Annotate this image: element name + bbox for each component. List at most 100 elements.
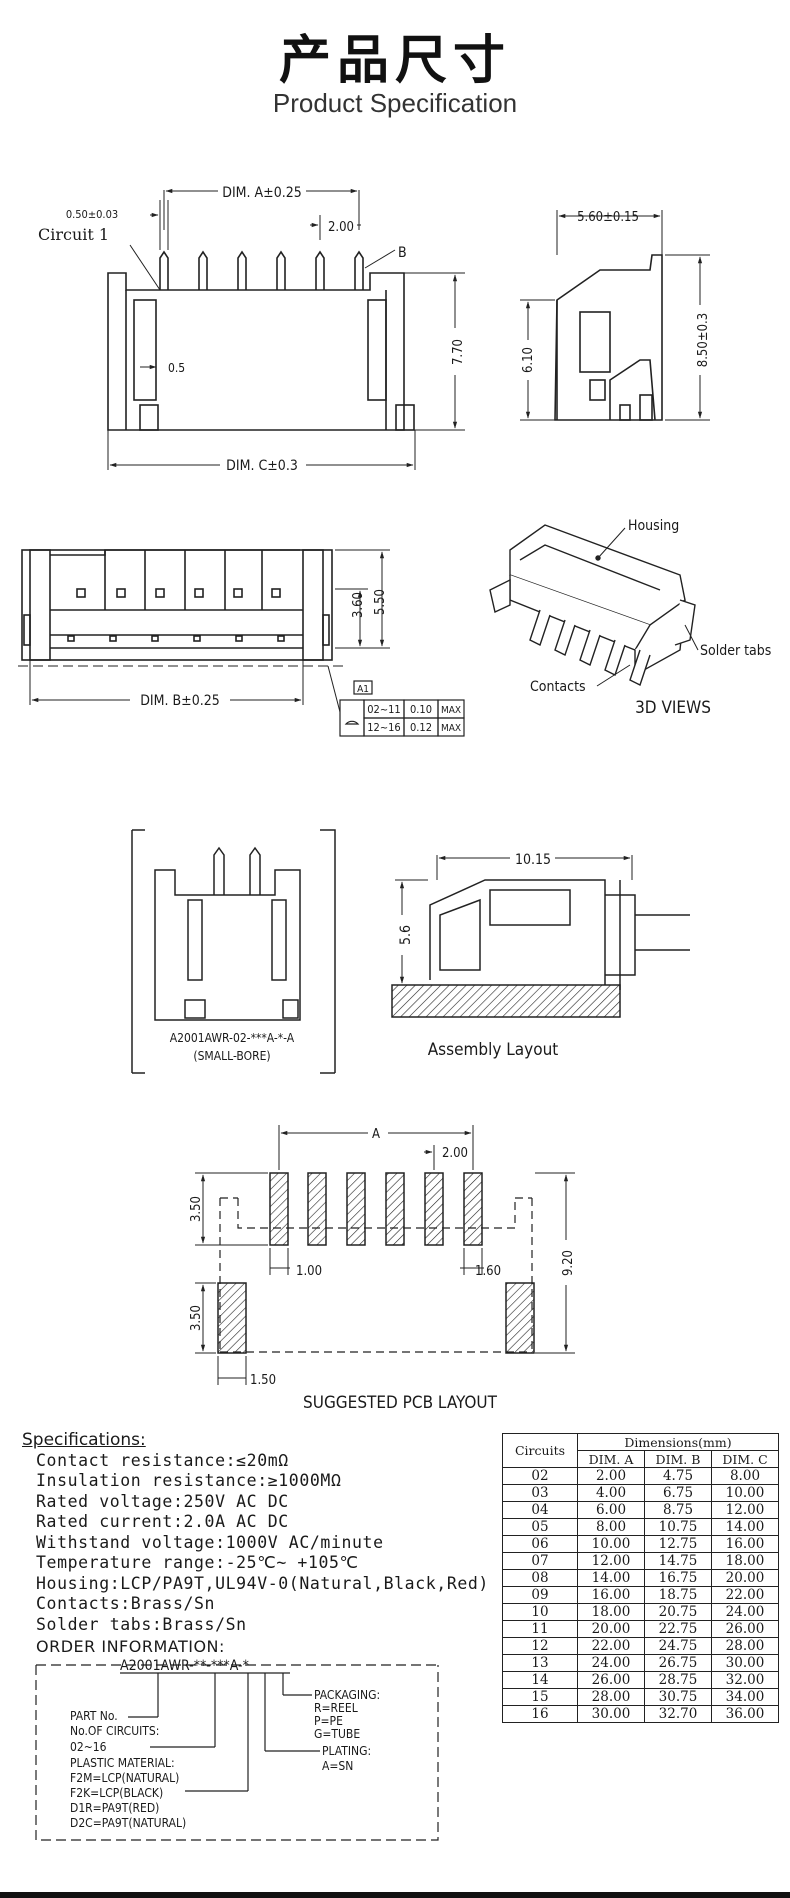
dimensions-table: Circuits Dimensions(mm) DIM. A DIM. B DI… [502,1433,779,1723]
spec-line: Contacts:Brass/Sn [36,1594,216,1613]
table-cell-dim: 32.70 [644,1705,712,1723]
table-cell-dim: 30.00 [711,1654,779,1672]
order-packaging: PACKAGING: [314,1688,380,1702]
order-material: PLASTIC MATERIAL: [70,1756,175,1770]
table-cell-dim: 28.00 [711,1637,779,1655]
table-cell-circuits: 08 [502,1569,578,1587]
order-heading: ORDER INFORMATION: [36,1637,225,1656]
col-dim-a: DIM. A [577,1450,645,1468]
flag-a1-label: A1 [357,684,369,695]
spec-line: Solder tabs:Brass/Sn [36,1614,247,1634]
spec-line: Rated voltage:250V AC DC [36,1491,289,1511]
table-cell-dim: 28.75 [644,1671,712,1689]
col-dim-b: DIM. B [644,1450,712,1468]
table-cell-circuits: 04 [502,1501,578,1519]
table-cell-dim: 12.75 [644,1535,712,1553]
pcb-h-bot-label: 3.50 [189,1305,204,1331]
table-cell-circuits: 13 [502,1654,578,1672]
table-cell-dim: 16.00 [711,1535,779,1553]
pcb-pitch-label: 2.00 [442,1146,468,1161]
table-cell-circuits: 15 [502,1688,578,1706]
order-material-3: D1R=PA9T(RED) [70,1801,159,1815]
table-cell-dim: 4.00 [577,1484,645,1502]
dim-050-label: 0.50±0.03 [66,208,118,221]
pcb-layout [195,1125,575,1385]
order-diagram: A2001AWR-**-***A-* PART No. No.OF CIRCUI… [35,1658,439,1841]
col-dim-c: DIM. C [711,1450,779,1468]
specifications-heading: Specifications: [22,1430,146,1450]
pcb-caption: SUGGESTED PCB LAYOUT [303,1393,498,1413]
pcb-h-top-label: 3.50 [189,1196,204,1222]
tol-value-1: 0.10 [410,703,432,716]
pcb-pad-w-label: 1.00 [296,1264,322,1279]
table-cell-dim: 22.75 [644,1620,712,1638]
order-material-4: D2C=PA9T(NATURAL) [70,1816,186,1830]
table-cell-dim: 26.00 [577,1671,645,1689]
table-cell-dim: 26.00 [711,1620,779,1638]
side-width-label: 5.60±0.15 [577,210,639,225]
table-cell-dim: 30.75 [644,1688,712,1706]
pcb-tab-w-label: 1.50 [250,1373,276,1388]
table-cell-circuits: 12 [502,1637,578,1655]
page-subtitle: Product Specification [272,88,518,118]
table-cell-dim: 22.00 [577,1637,645,1655]
technical-drawing: DIM. A±0.25 0.50±0.03 Circuit 1 2.00 B 0… [18,185,771,1413]
table-cell-dim: 18.75 [644,1586,712,1604]
table-cell-dim: 10.00 [711,1484,779,1502]
front-view [18,549,465,737]
circuit1-label: Circuit 1 [38,225,109,244]
housing-label: Housing [628,518,679,534]
pins [159,250,364,290]
order-plating-opt: A=SN [322,1759,353,1773]
table-cell-dim: 20.00 [577,1620,645,1638]
tol-range-2: 12~16 [367,721,400,734]
table-cell-circuits: 11 [502,1620,578,1638]
spec-line: Rated current:2.0A AC DC [36,1512,289,1531]
col-group: Dimensions(mm) [577,1433,779,1451]
table-cell-dim: 10.75 [644,1518,712,1536]
table-cell-circuits: 07 [502,1552,578,1570]
table-cell-dim: 12.00 [711,1501,779,1519]
table-cell-circuits: 16 [502,1705,578,1723]
table-cell-dim: 26.75 [644,1654,712,1672]
table-cell-dim: 2.00 [577,1467,645,1485]
spec-line: Contact resistance:≤20mΩ [36,1450,289,1470]
3d-views-caption: 3D VIEWS [635,698,711,718]
order-code: A2001AWR-**-***A-* [120,1658,249,1674]
table-cell-dim: 36.00 [711,1705,779,1723]
pcb-total-h-label: 9.20 [561,1250,576,1276]
pcb-dim-a-label: A [372,1127,380,1142]
table-cell-dim: 22.00 [711,1586,779,1604]
table-cell-dim: 18.00 [711,1552,779,1570]
small-bore-note-label: (SMALL-BORE) [193,1049,270,1063]
table-cell-dim: 4.75 [644,1467,712,1485]
dim-c-label: DIM. C±0.3 [226,458,298,474]
solder-tabs-label: Solder tabs [700,643,771,659]
front-h1-label: 3.60 [351,592,366,618]
table-cell-dim: 32.00 [711,1671,779,1689]
order-material-1: F2M=LCP(NATURAL) [70,1771,179,1785]
side-view [520,210,710,421]
spec-line: Withstand voltage:1000V AC/minute [36,1532,384,1552]
table-cell-dim: 20.00 [711,1569,779,1587]
order-part-no: PART No. [70,1709,118,1723]
table-cell-dim: 16.00 [577,1586,645,1604]
table-cell-dim: 6.00 [577,1501,645,1519]
table-cell-dim: 8.00 [711,1467,779,1485]
table-cell-circuits: 14 [502,1671,578,1689]
col-circuits: Circuits [502,1433,578,1468]
table-cell-dim: 12.00 [577,1552,645,1570]
tol-range-1: 02~11 [367,703,400,716]
table-cell-circuits: 10 [502,1603,578,1621]
table-cell-circuits: 05 [502,1518,578,1536]
